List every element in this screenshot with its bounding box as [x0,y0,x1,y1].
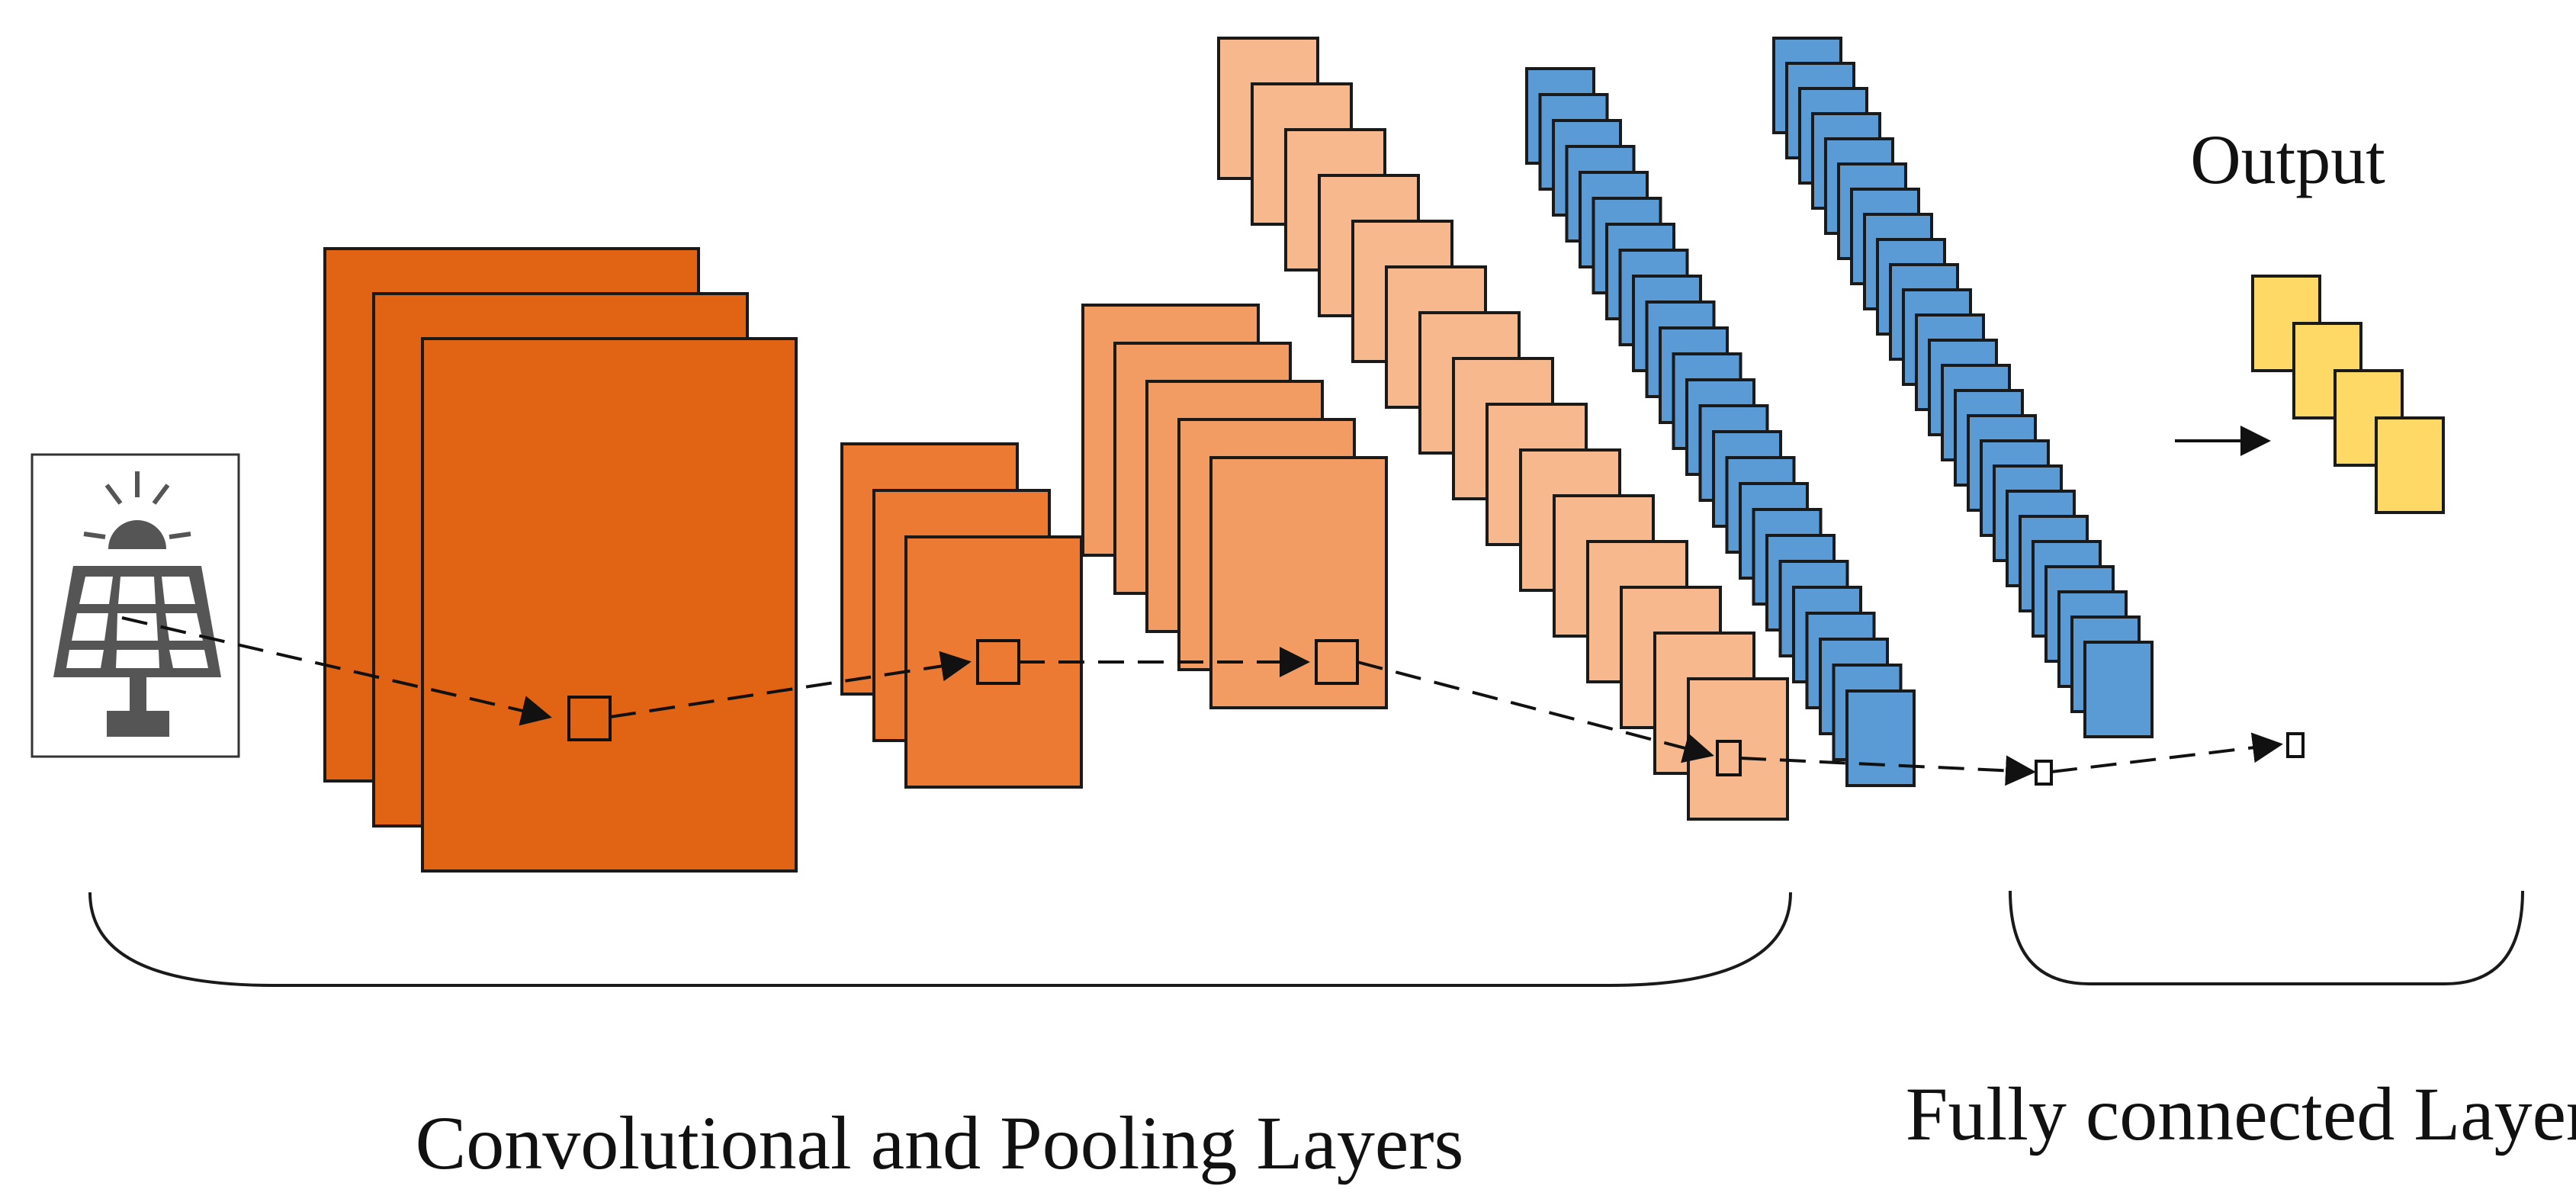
output-layer [2251,275,2445,514]
fc-node-2 [2286,732,2305,758]
data-flow-path [121,426,2305,786]
conv-layer-2-map-5 [1209,456,1388,709]
convolutional-pooling-layers [323,37,1789,873]
pool-layer-1-map-3 [904,535,1083,789]
fully-connected-label: Fully connected Layers [1906,1072,2576,1156]
fully-connected-layers [1525,37,2154,787]
fully-connected-brace [2009,890,2524,985]
kernel-node-1 [567,696,612,741]
fc-layer-1-map-25 [1845,689,1916,787]
conv-pool-label: Convolutional and Pooling Layers [416,1101,1464,1185]
output-node-map-4 [2375,416,2445,514]
fc-node-1 [2035,760,2053,786]
fc-layer-2-map-25 [2083,641,2154,738]
output-label: Output [2190,121,2385,198]
input-image [31,453,240,758]
pool-layer-2-map-15 [1687,677,1789,821]
conv-layer-1-map-3 [421,337,798,873]
conv-pool-brace [88,892,1792,987]
